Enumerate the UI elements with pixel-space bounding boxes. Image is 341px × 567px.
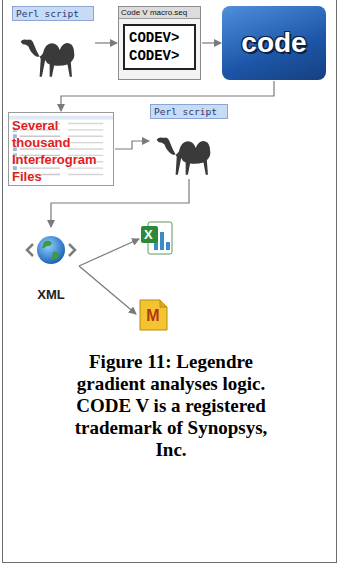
camel-illustration <box>150 120 228 178</box>
xls-node: X <box>140 220 174 258</box>
camel-illustration <box>12 22 94 80</box>
connector <box>115 141 149 149</box>
icon-letter: M <box>146 307 159 325</box>
overlay-text: Several thousand Interferogram Files <box>12 117 110 185</box>
window-title: Code V macro.seq <box>119 7 200 19</box>
connector <box>79 266 136 314</box>
logo-node: code <box>222 6 326 80</box>
caption: Figure 11: Legendre gradient analyses lo… <box>58 351 284 461</box>
script-label: Perl script <box>12 6 94 21</box>
mat-node: M <box>137 296 169 332</box>
perl-node: Perl script <box>12 6 94 80</box>
console-area: CODEV>CODEV> <box>123 24 196 70</box>
xml-node: XML <box>24 228 78 304</box>
perl-node: Perl script <box>150 104 228 178</box>
figure-frame <box>2 0 337 563</box>
console-line: CODEV> <box>129 29 190 47</box>
logo-text: code <box>241 27 306 59</box>
connector <box>79 239 139 266</box>
files-node: Several thousand Interferogram Files <box>8 112 114 186</box>
connector <box>51 179 189 227</box>
icon-label: XML <box>37 287 64 302</box>
connector <box>95 42 117 43</box>
icon-letter: X <box>143 228 153 242</box>
connector <box>202 42 221 43</box>
script-label: Perl script <box>150 104 228 119</box>
win-node: Code V macro.seqCODEV>CODEV> <box>118 6 201 80</box>
console-line: CODEV> <box>129 47 190 65</box>
